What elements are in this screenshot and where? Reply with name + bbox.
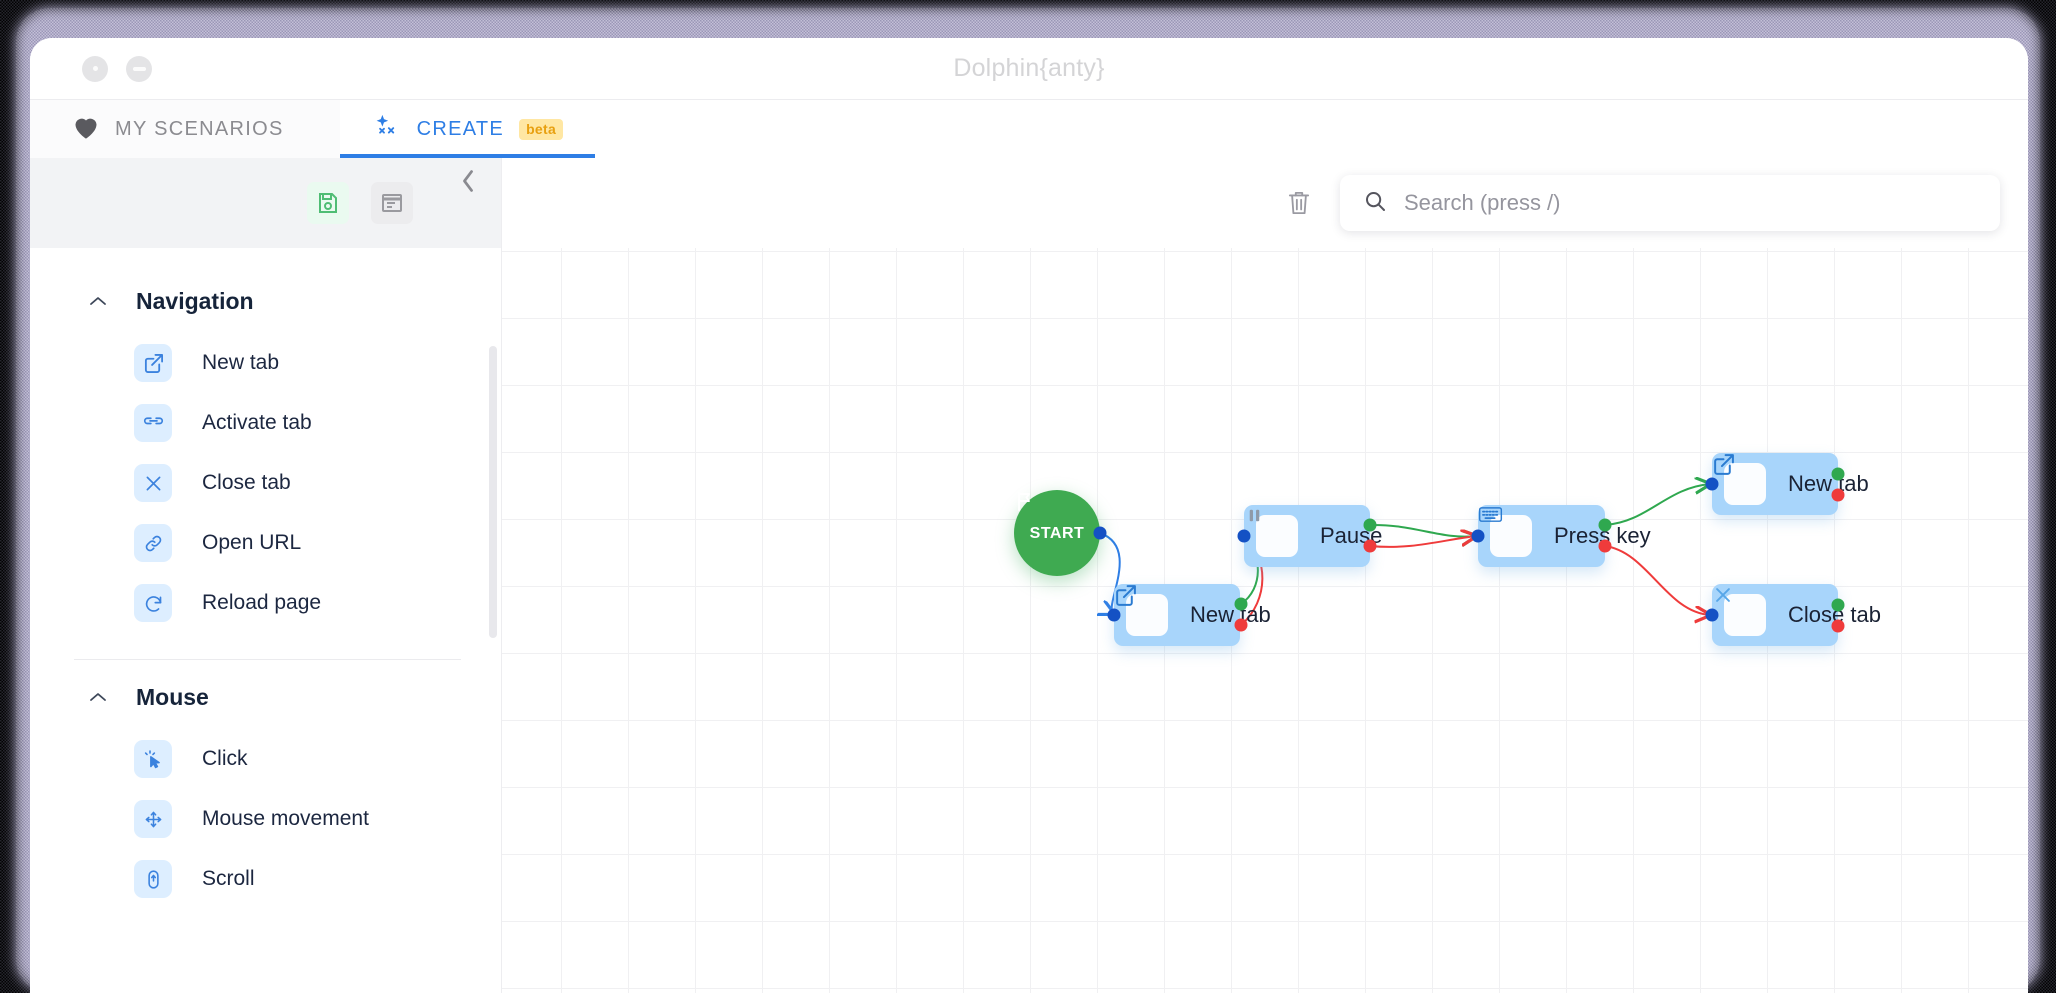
scenario-canvas[interactable]: START New tab bbox=[502, 158, 2028, 993]
action-group-mouse-items: Click bbox=[30, 723, 501, 909]
edge-pause-ok-to-press-key bbox=[1369, 523, 1476, 537]
pause-icon bbox=[1249, 509, 1298, 557]
action-group-mouse-header[interactable]: Mouse bbox=[30, 666, 501, 723]
chevron-up-icon bbox=[88, 689, 108, 706]
port-new-tab-1-in[interactable] bbox=[1107, 608, 1121, 622]
action-group-navigation-title: Navigation bbox=[136, 288, 254, 314]
port-close-tab-success[interactable] bbox=[1831, 598, 1845, 612]
sidebar-toolbar bbox=[30, 158, 501, 248]
sidebar-divider bbox=[74, 659, 461, 660]
flow-node-close-tab[interactable]: Close tab bbox=[1712, 584, 1881, 646]
chevron-up-icon bbox=[88, 293, 108, 310]
search-icon bbox=[1364, 190, 1386, 217]
sidebar-item-open-url[interactable]: Open URL bbox=[30, 513, 501, 573]
heart-icon bbox=[72, 114, 100, 145]
window-title: Dolphin{anty} bbox=[953, 54, 1105, 82]
port-press-key-in[interactable] bbox=[1471, 529, 1485, 543]
action-group-navigation: Navigation New tab bbox=[30, 270, 501, 633]
sidebar-item-mouse-movement-label: Mouse movement bbox=[202, 807, 369, 830]
trash-icon[interactable] bbox=[1282, 186, 1316, 220]
sidebar-item-click[interactable]: Click bbox=[30, 729, 501, 789]
actions-sidebar: Navigation New tab bbox=[30, 158, 502, 993]
app-body: Navigation New tab bbox=[30, 158, 2028, 993]
flow-node-new-tab-2-label: New tab bbox=[1788, 471, 1869, 496]
flow-node-new-tab-2[interactable]: New tab bbox=[1712, 453, 1869, 515]
port-new-tab-1-success[interactable] bbox=[1234, 597, 1248, 611]
port-pause-success[interactable] bbox=[1363, 518, 1377, 532]
save-scenario-button[interactable] bbox=[307, 182, 349, 224]
move-arrows-icon bbox=[134, 800, 172, 838]
cursor-click-icon bbox=[134, 740, 172, 778]
action-group-mouse-title: Mouse bbox=[136, 684, 209, 710]
title-bar: Dolphin{anty} bbox=[30, 38, 2028, 100]
chain-link-icon bbox=[134, 524, 172, 562]
sidebar-item-open-url-label: Open URL bbox=[202, 531, 302, 554]
action-group-navigation-items: New tab Activate tab bbox=[30, 327, 501, 633]
flow-node-new-tab-1[interactable]: New tab bbox=[1114, 584, 1271, 646]
application-window: Dolphin{anty} MY SCENARIOS CREATE beta bbox=[30, 38, 2028, 993]
sidebar-item-close-tab-label: Close tab bbox=[202, 471, 291, 494]
scroll-icon bbox=[134, 860, 172, 898]
tab-my-scenarios[interactable]: MY SCENARIOS bbox=[30, 100, 340, 158]
sidebar-item-mouse-movement[interactable]: Mouse movement bbox=[30, 789, 501, 849]
sidebar-item-new-tab-label: New tab bbox=[202, 351, 280, 374]
flow-node-new-tab-1-label: New tab bbox=[1190, 602, 1271, 627]
port-new-tab-2-success[interactable] bbox=[1831, 467, 1845, 481]
flow-diagram: START New tab bbox=[502, 248, 2028, 993]
external-link-icon bbox=[1714, 454, 1766, 505]
flow-node-start-label: START bbox=[1029, 524, 1085, 542]
sidebar-item-activate-tab[interactable]: Activate tab bbox=[30, 393, 501, 453]
sidebar-item-close-tab[interactable]: Close tab bbox=[30, 453, 501, 513]
sidebar-item-activate-tab-label: Activate tab bbox=[202, 411, 312, 434]
external-link-icon bbox=[1116, 585, 1168, 636]
port-press-key-error[interactable] bbox=[1598, 539, 1612, 553]
edge-pause-err-to-press-key bbox=[1369, 536, 1476, 548]
keyboard-icon bbox=[1478, 507, 1532, 557]
window-controls bbox=[82, 55, 152, 82]
scenario-description-button[interactable] bbox=[371, 182, 413, 224]
external-link-icon bbox=[134, 344, 172, 382]
window-minimize-button[interactable] bbox=[126, 55, 152, 82]
flow-node-press-key[interactable]: Press key bbox=[1478, 505, 1651, 567]
reload-icon bbox=[134, 584, 172, 622]
sidebar-item-reload-page[interactable]: Reload page bbox=[30, 573, 501, 633]
sidebar-item-reload-page-label: Reload page bbox=[202, 591, 322, 614]
chevron-left-icon[interactable] bbox=[453, 166, 483, 196]
port-new-tab-2-error[interactable] bbox=[1831, 488, 1845, 502]
link-horizontal-icon bbox=[134, 404, 172, 442]
sidebar-item-new-tab[interactable]: New tab bbox=[30, 333, 501, 393]
edge-press-key-err-to-close-tab bbox=[1604, 545, 1710, 615]
window-close-button[interactable] bbox=[82, 55, 108, 82]
action-group-mouse: Mouse Click bbox=[30, 666, 501, 909]
main-tab-bar: MY SCENARIOS CREATE beta bbox=[30, 100, 2028, 158]
flow-node-pause[interactable]: Pause bbox=[1244, 505, 1382, 567]
port-close-tab-in[interactable] bbox=[1705, 608, 1719, 622]
tab-create-label: CREATE bbox=[416, 117, 505, 140]
beta-badge: beta bbox=[519, 118, 564, 140]
tab-my-scenarios-label: MY SCENARIOS bbox=[115, 117, 284, 140]
tab-create[interactable]: CREATE beta bbox=[339, 100, 596, 158]
port-pause-error[interactable] bbox=[1363, 539, 1377, 553]
sidebar-item-click-label: Click bbox=[202, 747, 248, 770]
close-x-icon bbox=[1716, 588, 1766, 636]
port-press-key-success[interactable] bbox=[1598, 518, 1612, 532]
search-box[interactable] bbox=[1340, 175, 2000, 231]
sidebar-action-list[interactable]: Navigation New tab bbox=[30, 248, 501, 993]
sidebar-item-scroll-label: Scroll bbox=[202, 867, 255, 890]
close-x-icon bbox=[134, 464, 172, 502]
flow-node-start[interactable]: START bbox=[1014, 490, 1100, 576]
port-start-out[interactable] bbox=[1093, 526, 1107, 540]
port-new-tab-2-in[interactable] bbox=[1705, 477, 1719, 491]
sidebar-scrollbar[interactable] bbox=[489, 346, 497, 638]
magic-wand-icon bbox=[372, 113, 402, 146]
port-new-tab-1-error[interactable] bbox=[1234, 618, 1248, 632]
port-close-tab-error[interactable] bbox=[1831, 619, 1845, 633]
sidebar-item-scroll[interactable]: Scroll bbox=[30, 849, 501, 909]
search-input[interactable] bbox=[1404, 190, 1976, 216]
action-group-navigation-header[interactable]: Navigation bbox=[30, 270, 501, 327]
port-pause-in[interactable] bbox=[1237, 529, 1251, 543]
canvas-toolbar bbox=[502, 158, 2028, 248]
edge-press-key-ok-to-new-tab bbox=[1604, 484, 1710, 526]
